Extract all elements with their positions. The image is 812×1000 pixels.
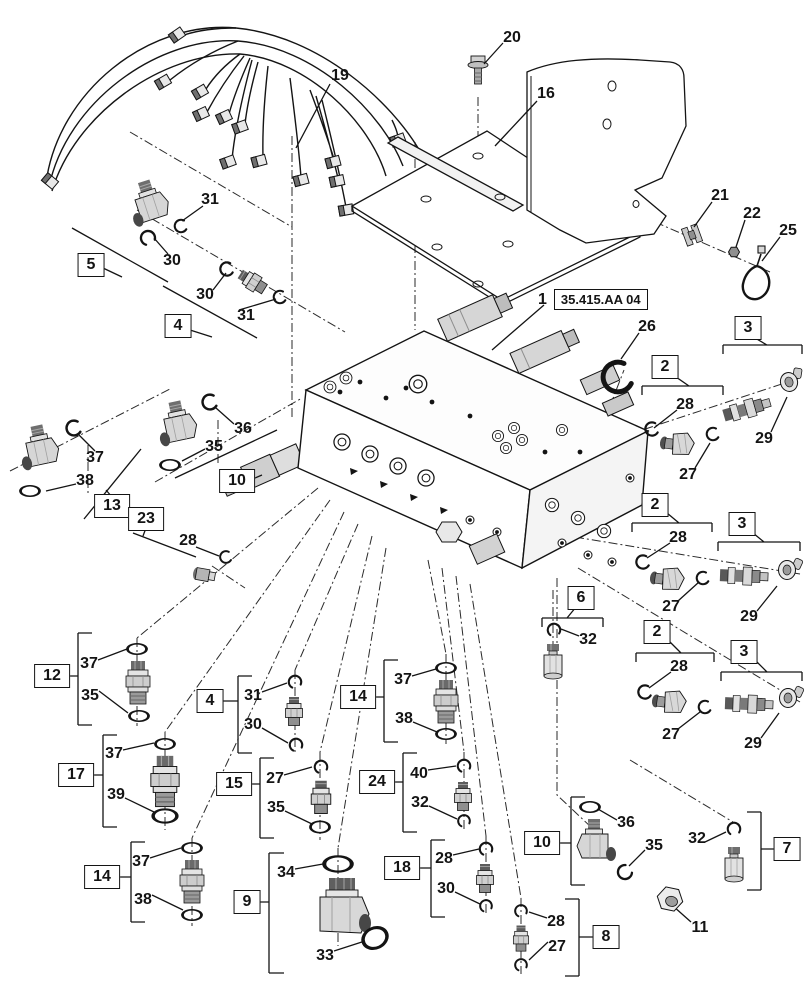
cable-tie xyxy=(741,245,771,301)
front-cylinder xyxy=(468,533,506,565)
o-ring xyxy=(63,418,83,439)
coupler-fitting xyxy=(719,565,769,587)
straight-fitting xyxy=(476,863,494,893)
front-hex-boss xyxy=(435,521,463,543)
o-ring xyxy=(311,757,330,775)
o-ring xyxy=(579,800,601,814)
straight-fitting xyxy=(454,781,472,811)
elbow-fitting xyxy=(14,421,63,472)
top-fitting xyxy=(579,364,621,396)
o-ring xyxy=(19,484,41,498)
coupler-fitting xyxy=(724,693,774,715)
elbow-fitting xyxy=(122,175,174,229)
o-ring xyxy=(271,288,287,306)
elbow-fitting xyxy=(152,397,201,448)
o-ring xyxy=(137,227,158,247)
o-ring xyxy=(199,392,219,413)
elbow-fitting xyxy=(576,818,617,862)
dust-cap xyxy=(776,365,808,394)
dust-cap xyxy=(778,557,804,580)
o-ring xyxy=(286,735,305,753)
section-reference: 1 35.415.AA 04 xyxy=(538,289,648,310)
wire-harness xyxy=(40,26,422,217)
o-ring xyxy=(635,683,653,702)
mounting-bracket xyxy=(350,58,687,307)
group-brackets xyxy=(63,227,803,977)
cap-nut xyxy=(543,643,563,680)
harness-connector-icon xyxy=(40,26,407,217)
o-ring xyxy=(128,709,150,723)
callout-1: 1 xyxy=(538,290,547,308)
elbow-fitting-large xyxy=(319,877,372,934)
flange-bolt xyxy=(467,55,489,85)
o-ring xyxy=(633,553,651,572)
o-ring xyxy=(217,260,235,279)
straight-fitting xyxy=(285,696,303,726)
o-ring xyxy=(217,549,233,566)
straight-fitting xyxy=(512,925,530,952)
o-ring xyxy=(704,425,720,443)
union-fitting xyxy=(179,859,205,904)
dust-cap xyxy=(779,685,805,708)
elbow-fitting xyxy=(648,564,686,593)
o-ring xyxy=(159,458,181,472)
plug-fitting xyxy=(191,566,217,584)
o-ring xyxy=(285,672,304,690)
fittings xyxy=(14,175,808,972)
o-ring xyxy=(613,862,635,884)
leader-lines xyxy=(45,42,788,961)
straight-fitting xyxy=(310,780,332,815)
o-ring xyxy=(545,621,562,637)
small-nut xyxy=(727,246,741,258)
centerlines xyxy=(9,97,801,974)
cap-nut xyxy=(724,846,744,883)
union-fitting xyxy=(433,679,459,724)
valve-manifold-block xyxy=(219,292,650,570)
o-ring xyxy=(725,820,742,836)
union-fitting xyxy=(125,660,151,705)
elbow-fitting xyxy=(650,687,688,716)
o-ring xyxy=(172,217,188,235)
elbow-fitting xyxy=(658,429,696,458)
union-fitting xyxy=(150,755,180,808)
right-cartridge xyxy=(601,391,635,417)
top-solenoid-valve xyxy=(437,292,514,342)
section-reference-code: 35.415.AA 04 xyxy=(553,289,648,310)
top-solenoid-valve xyxy=(509,328,581,375)
hex-nut xyxy=(654,885,686,913)
clamp xyxy=(681,223,703,247)
coupler-fitting xyxy=(720,393,774,425)
